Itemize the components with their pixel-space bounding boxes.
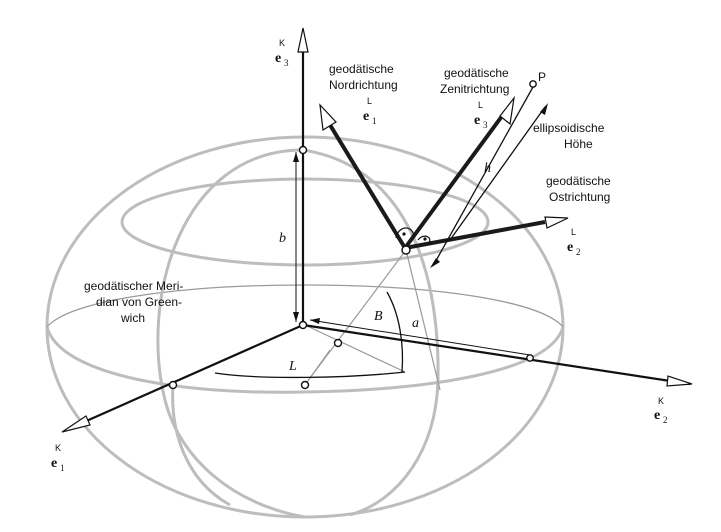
label-ost-1: geodätische [546,174,611,188]
vector-north [325,118,407,250]
label-P: P [538,70,546,84]
height-arrow-top [540,103,548,115]
axis-e2 [302,323,691,386]
equatorial-radius-line [304,324,406,373]
right-angle-mark [395,227,415,239]
label-e2L-sub: 2 [576,247,581,257]
label-e1L-sub: 1 [372,116,377,126]
label-B: B [374,309,383,324]
labels: K e 3 K e 1 K e 2 geodätische Nordrichtu… [51,38,668,473]
axis-b-arrow-bottom [293,312,299,322]
point-north-pole [298,145,308,155]
right-angle-mark-2 [417,235,431,245]
label-nord-2: Nordrichtung [329,78,398,92]
label-b: b [279,231,286,246]
label-e3L-sub: 3 [483,120,488,130]
right-angle-dot-2 [423,237,427,241]
construction-lines [214,249,441,391]
axis-b-arrow-top [293,152,299,162]
vector-east-arrow [544,216,569,229]
label-meridian-2: dian von Green- [96,295,182,309]
axes [61,27,693,433]
vector-zenith [403,110,507,250]
semi-axis-a-arrow [310,318,320,324]
point-equator-bottom [300,380,310,390]
points [168,80,537,390]
label-e3K-sub: 3 [284,58,289,68]
label-zenit-1: geodätische [444,66,509,80]
point-origin [298,320,308,330]
label-nord-1: geodätische [329,62,394,76]
label-e2K-sub: 2 [663,415,668,425]
point-e2-ellipsoid [526,354,534,362]
local-meridian [302,148,440,517]
ellipsoid [45,135,565,519]
label-e3K-vec: e [275,51,281,66]
label-a: a [412,316,419,331]
label-e2L-vec: e [567,240,573,255]
label-e1K-sup: K [55,443,61,453]
label-meridian-1: geodätischer Meri- [84,279,183,293]
label-hoehe-1: ellipsoidische [533,121,605,135]
height-offset-line [449,106,546,241]
axis-e2-arrow [666,375,693,387]
angle-B-arc [386,291,404,373]
vector-north-arrow [319,103,337,132]
equator-front [45,326,565,394]
label-e1K-sub: 1 [60,463,65,473]
parallel-circle [120,177,490,267]
label-e1K-vec: e [51,456,57,471]
label-e3L-sup: L [478,100,483,110]
label-hoehe-2: Höhe [564,137,593,151]
greenwich-meridian [156,148,306,519]
axis-e1 [74,323,304,428]
angle-L-arc [214,371,406,379]
axis-e3-arrow [297,27,309,53]
normal-line-lower [304,349,331,386]
projection-line [405,249,441,391]
label-e2K-sup: K [658,396,664,406]
label-zenit-2: Zenitrichtung [440,82,509,96]
label-e1L-vec: e [363,109,369,124]
label-h: h [484,161,491,176]
axis-e1-arrow [61,415,91,433]
point-P [529,80,537,88]
right-angle-dot [402,232,406,236]
height-arrow-bottom [430,258,440,268]
local-frame [319,86,569,268]
label-e3K-sup: K [279,38,285,48]
semi-axis-a-marker [309,319,531,356]
vector-zenith-arrow [499,95,515,126]
label-e2K-vec: e [654,408,660,423]
point-surface [401,245,411,255]
point-normal-axis [333,338,343,348]
vector-east [404,220,546,250]
label-L: L [288,359,297,374]
equator-back [46,284,564,328]
label-e2L-sup: L [571,227,576,237]
label-e3L-vec: e [474,113,480,128]
label-e1L-sup: L [367,96,372,106]
label-meridian-3: wich [120,311,145,325]
height-line [432,86,534,267]
point-e1-ellipsoid [168,380,178,390]
label-ost-2: Ostrichtung [549,190,610,204]
meridian-lower-front [171,384,231,507]
